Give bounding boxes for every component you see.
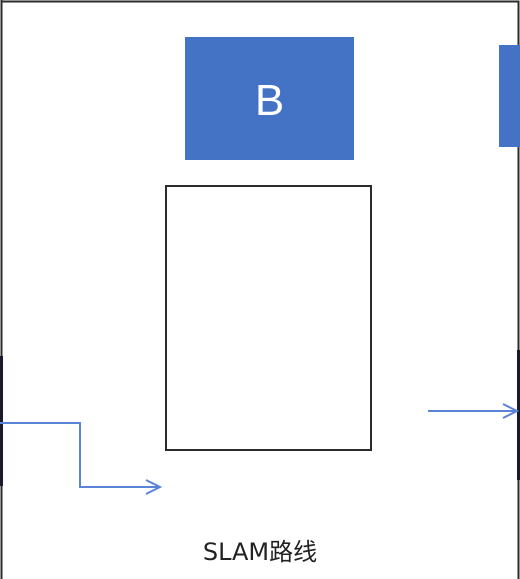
block-b-label: B [255, 76, 284, 125]
block-b [185, 37, 354, 160]
diagram-caption: SLAM路线 [202, 538, 318, 566]
central-rectangle [165, 185, 372, 451]
left-edge-marker [0, 356, 3, 486]
slam-path-arrow-left [0, 422, 160, 487]
right-side-block [499, 45, 520, 147]
